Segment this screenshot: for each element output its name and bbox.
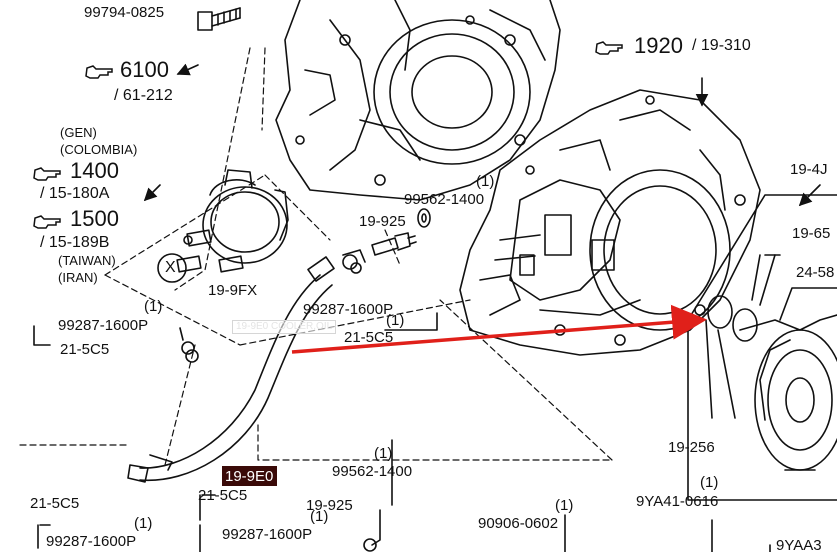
part-label-21-5c5-mid[interactable]: 21-5C5 bbox=[344, 329, 394, 346]
reference-61-212[interactable]: / 61-212 bbox=[114, 87, 173, 104]
reference-6100[interactable]: 6100 bbox=[120, 57, 169, 82]
dashed-guide-lines bbox=[19, 47, 613, 466]
pointing-hand-icon bbox=[33, 167, 61, 181]
exclusion-mark-label: X bbox=[165, 259, 176, 276]
reference-1500[interactable]: 1500 bbox=[70, 206, 119, 231]
region-taiwan: (TAIWAN) bbox=[58, 253, 116, 268]
part-label-99562-1400-bottom[interactable]: 99562-1400 bbox=[332, 463, 413, 480]
part-label-99287-1600p-bottom-left[interactable]: 99287-1600P bbox=[46, 533, 137, 550]
part-label-19-925-bottom[interactable]: 19-925 bbox=[306, 497, 353, 514]
connector-19-925-top bbox=[371, 232, 417, 256]
region-iran: (IRAN) bbox=[58, 270, 98, 285]
quantity-label-mid: (1) bbox=[386, 312, 405, 329]
part-label-19-4j[interactable]: 19-4J bbox=[790, 161, 828, 178]
part-label-90906-0602[interactable]: 90906-0602 bbox=[478, 515, 559, 532]
quantity-label-99562-top: (1) bbox=[476, 173, 495, 190]
quantity-label-99562-bottom: (1) bbox=[374, 445, 393, 462]
part-label-21-5c5-left[interactable]: 21-5C5 bbox=[60, 341, 110, 358]
pointing-hand-icon bbox=[85, 65, 113, 79]
pointing-hand-icon bbox=[595, 41, 623, 55]
pointing-hand-icon bbox=[33, 215, 61, 229]
reference-15-189b[interactable]: / 15-189B bbox=[40, 234, 110, 251]
hose-clamp-99287-left bbox=[179, 327, 199, 363]
transmission-housing-top bbox=[275, 0, 561, 201]
reference-1400[interactable]: 1400 bbox=[70, 158, 119, 183]
transmission-case-right bbox=[459, 89, 761, 356]
part-label-21-5c5-bottom-mid[interactable]: 21-5C5 bbox=[198, 487, 248, 504]
part-label-19-9fx[interactable]: 19-9FX bbox=[208, 282, 258, 299]
part-label-24-58[interactable]: 24-58 bbox=[796, 264, 835, 281]
part-label-19-256[interactable]: 19-256 bbox=[668, 439, 715, 456]
quantity-label-bottom-mid: (1) bbox=[310, 508, 329, 525]
quantity-label-bottom-left: (1) bbox=[134, 515, 153, 532]
region-colombia: (COLOMBIA) bbox=[60, 142, 138, 157]
hose-clamp-99287-mid bbox=[342, 249, 366, 274]
exclusion-mark-circle bbox=[157, 253, 187, 283]
part-label-9ya41-0616[interactable]: 9YA41-0616 bbox=[636, 493, 719, 510]
part-label-19-925-top[interactable]: 19-925 bbox=[359, 213, 406, 230]
bolt-99794-icon bbox=[197, 7, 241, 31]
reference-1920[interactable]: 1920 bbox=[634, 33, 683, 58]
reference-19-310[interactable]: / 19-310 bbox=[692, 37, 751, 54]
quantity-label-left: (1) bbox=[144, 298, 163, 315]
part-label-99287-1600p-left[interactable]: 99287-1600P bbox=[58, 317, 149, 334]
part-label-99562-1400-top[interactable]: 99562-1400 bbox=[404, 191, 485, 208]
part-label-19-65[interactable]: 19-65 bbox=[792, 225, 831, 242]
washer-99562-top bbox=[417, 208, 431, 228]
hover-tooltip: 19-9E0 COOLER,OIL bbox=[232, 320, 337, 334]
part-label-99287-1600p-mid[interactable]: 99287-1600P bbox=[303, 301, 394, 318]
part-label-99794-0825[interactable]: 99794-0825 bbox=[84, 4, 165, 21]
oil-cooler-19-9fx bbox=[176, 169, 289, 273]
part-label-9yaa3[interactable]: 9YAA3 bbox=[776, 537, 822, 552]
region-gen: (GEN) bbox=[60, 125, 97, 140]
quantity-label-90906: (1) bbox=[555, 497, 574, 514]
highlighted-part-19-9e0[interactable]: 19-9E0 bbox=[222, 466, 278, 486]
part-label-99287-1600p-bottom-mid[interactable]: 99287-1600P bbox=[222, 526, 313, 543]
reference-15-180a[interactable]: / 15-180A bbox=[40, 185, 110, 202]
quantity-label-9ya41: (1) bbox=[700, 474, 719, 491]
part-label-21-5c5-bottom-left[interactable]: 21-5C5 bbox=[30, 495, 80, 512]
red-arrow-icon bbox=[291, 304, 707, 354]
oil-cooler-hose-19-9e0 bbox=[127, 256, 335, 483]
